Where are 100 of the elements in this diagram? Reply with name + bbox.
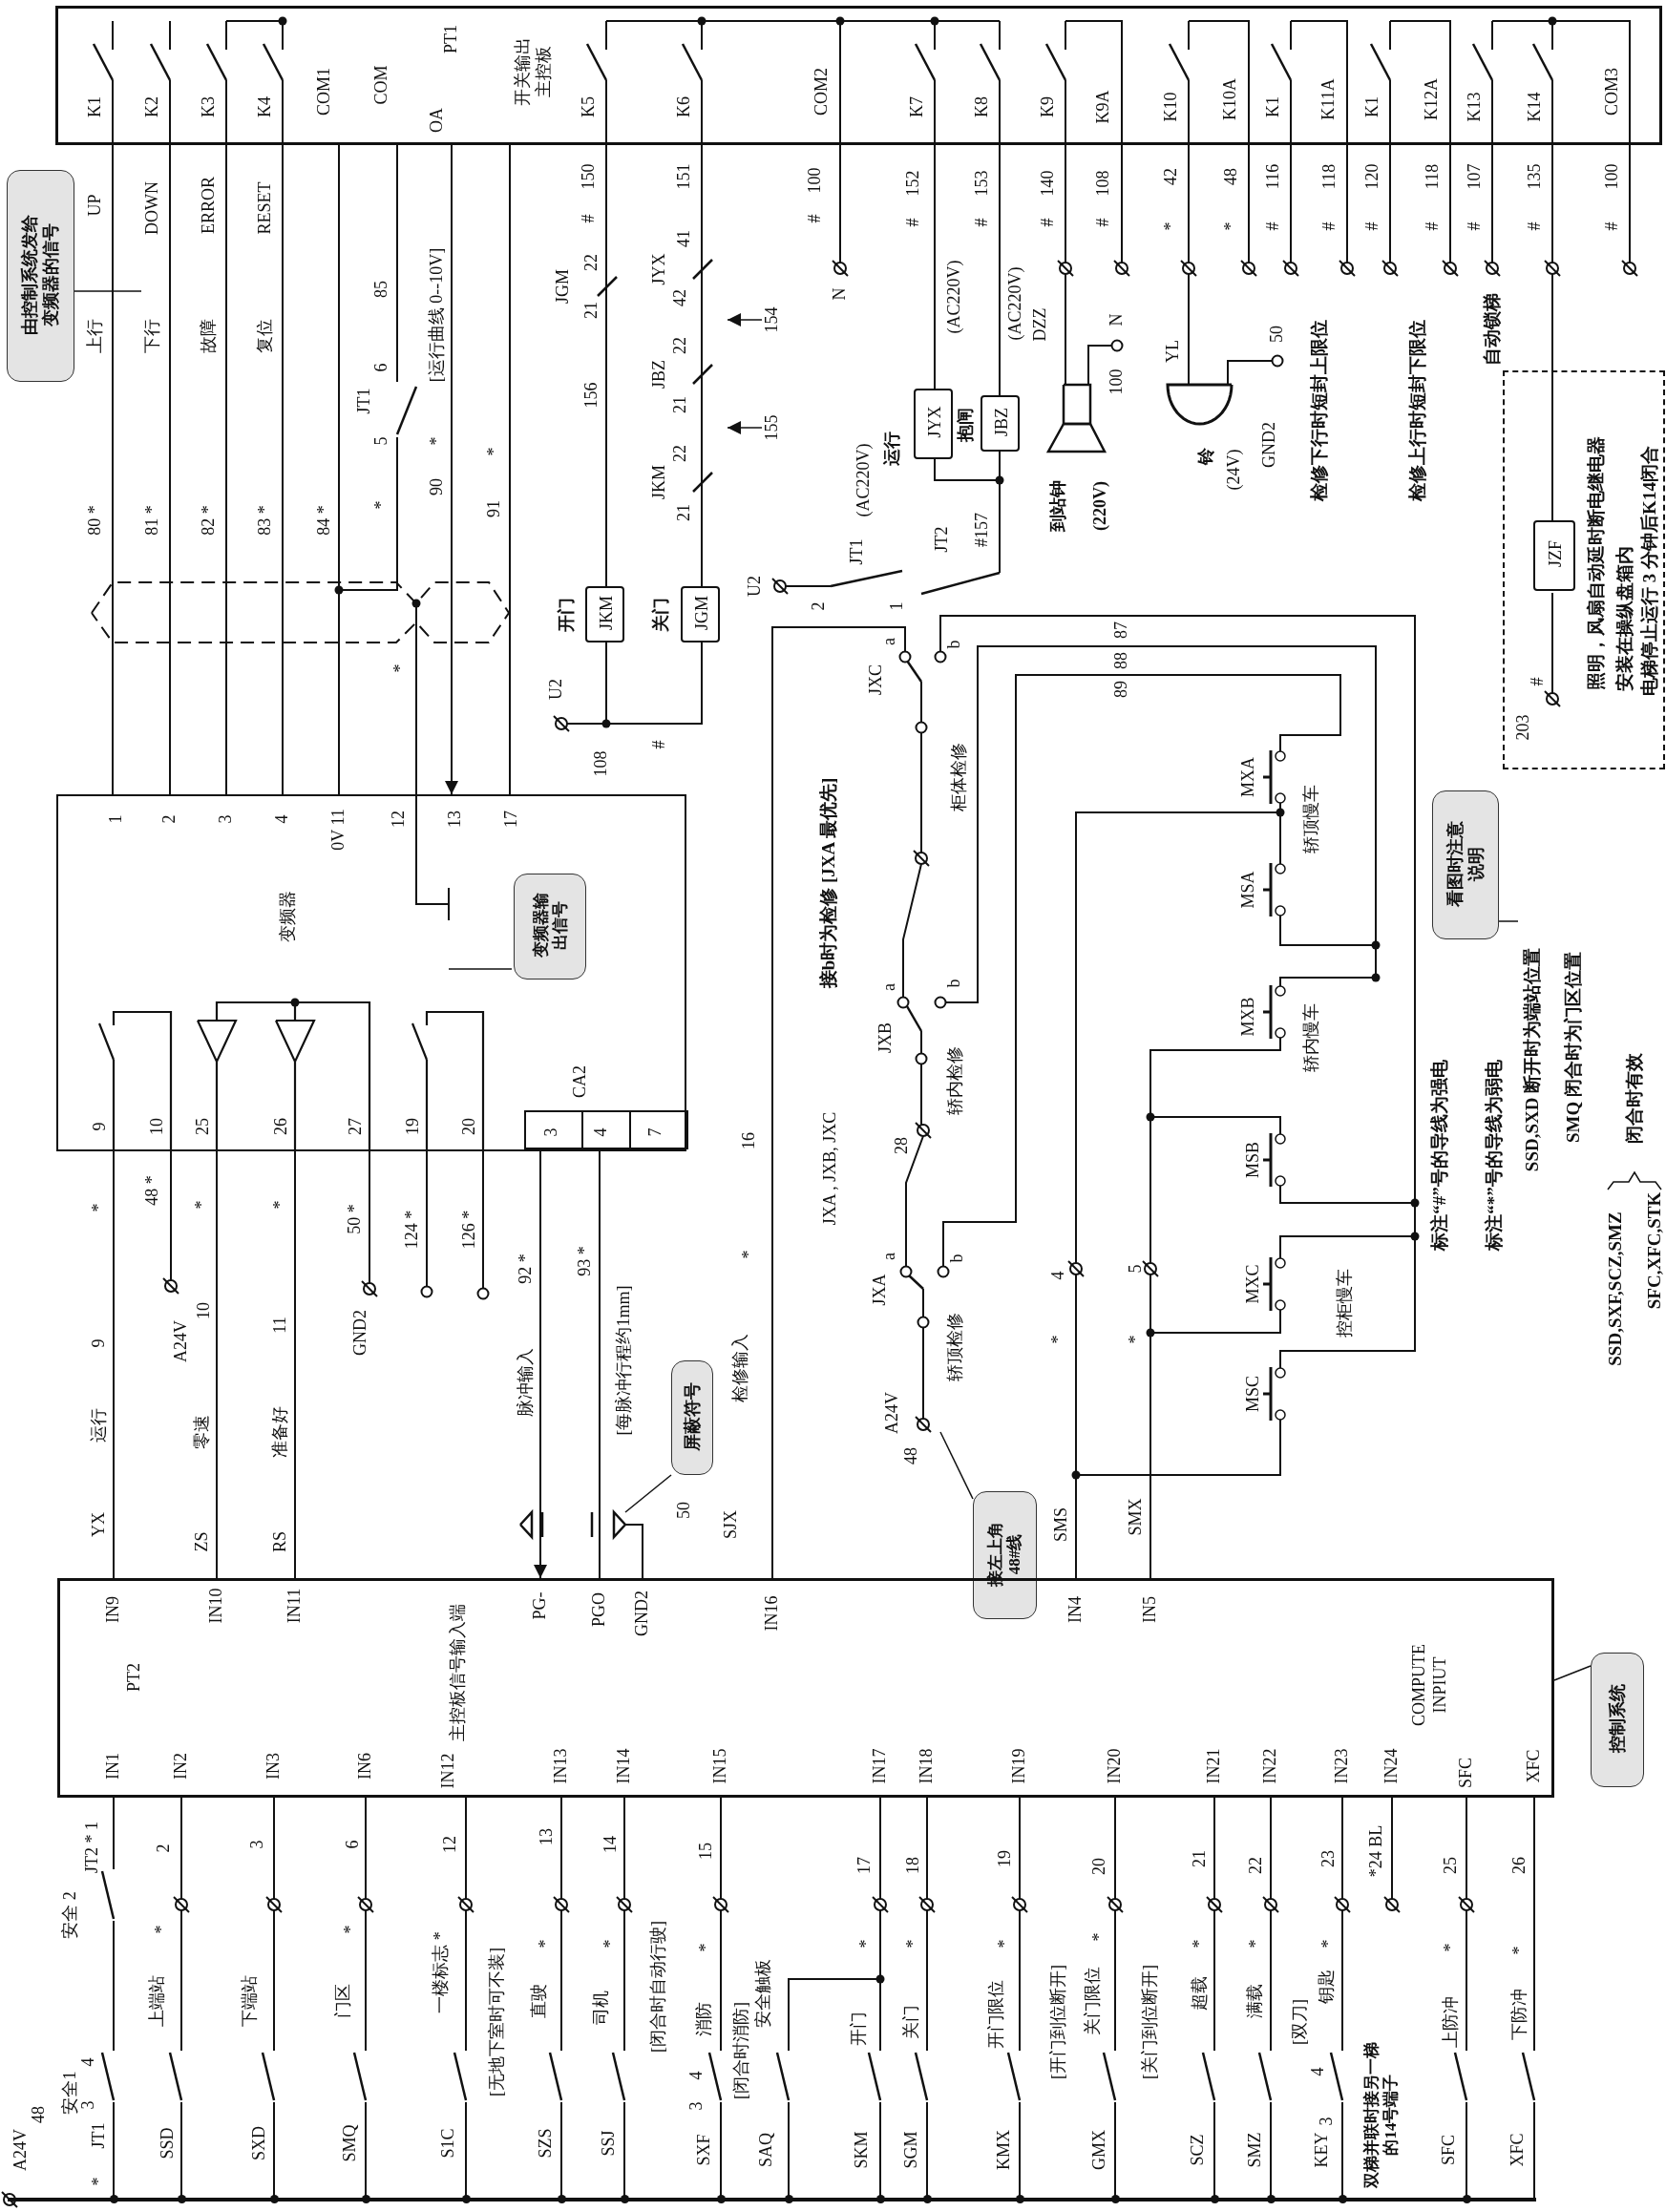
wire-label: 19 bbox=[403, 1118, 424, 1135]
wire-label: SAQ bbox=[756, 2133, 777, 2167]
wire-label: 9 bbox=[89, 1338, 110, 1348]
wire-label: 4 bbox=[78, 2057, 99, 2067]
switch-symbol bbox=[1454, 2051, 1467, 2102]
wire-label: * bbox=[341, 1925, 362, 1934]
wire-label: IN10 bbox=[206, 1588, 227, 1624]
wire-label: (AC220V) bbox=[944, 260, 965, 334]
wire-label: # bbox=[903, 218, 924, 227]
note-text: 标注“#”号的导线为强电 bbox=[1428, 1060, 1450, 1251]
wire-label: K3 bbox=[199, 96, 220, 117]
test-point-label: 155 bbox=[762, 413, 781, 442]
wire-label: [关门到位断开] bbox=[1140, 1965, 1161, 2079]
wire-label: MSA bbox=[1238, 871, 1259, 909]
wire-label: XFC bbox=[1508, 2133, 1529, 2167]
wire-label: 7 bbox=[645, 1127, 666, 1137]
wire-label: IN1 bbox=[103, 1753, 124, 1780]
wire bbox=[509, 144, 511, 795]
wire-label: 柜体检修 bbox=[949, 743, 970, 811]
wire bbox=[1114, 1797, 1116, 2052]
device-label: 铃 bbox=[1196, 448, 1217, 465]
wire-label: 下行 bbox=[142, 319, 163, 353]
wire-label: 156 bbox=[581, 382, 602, 409]
wire-label: 18 bbox=[903, 1857, 924, 1874]
wire-label: [运行曲线 0--10V] bbox=[427, 247, 448, 383]
wire-label: 120 bbox=[1362, 163, 1383, 190]
device-label: N bbox=[1107, 313, 1128, 327]
device-label: # bbox=[1528, 677, 1549, 686]
wire-label: 42 bbox=[670, 289, 691, 306]
wire-label: DOWN bbox=[142, 181, 163, 235]
wire-label: 关门 bbox=[901, 2005, 922, 2039]
wire-label: 23 bbox=[1318, 1850, 1339, 1867]
note-text: SFC,XFC,STK bbox=[1643, 1191, 1665, 1310]
wire-label: 90 bbox=[427, 478, 448, 495]
wire-label: PGO bbox=[589, 1592, 610, 1627]
wire-label: 安全触板 bbox=[753, 1959, 774, 2028]
wire-label: 轿顶慢车 bbox=[1301, 785, 1322, 853]
wire-label: 19 bbox=[995, 1850, 1016, 1867]
wire-label: [每脉冲行程约1mm] bbox=[614, 1285, 635, 1436]
wire-label: IN19 bbox=[1009, 1748, 1030, 1784]
wire-label: # bbox=[1602, 221, 1623, 231]
node-label: 开关输出主控板 bbox=[513, 36, 554, 108]
wire-label: 6 bbox=[371, 363, 392, 372]
wire-label: 88 bbox=[1111, 652, 1132, 669]
leader-line bbox=[727, 313, 763, 327]
wire-label: 151 bbox=[674, 163, 695, 190]
note-text: 双梯并联时接另一梯的14号端子 bbox=[1361, 2040, 1401, 2190]
wire-label: # bbox=[649, 740, 670, 749]
wire-label: 安全1 bbox=[60, 2071, 81, 2115]
wire bbox=[445, 144, 458, 795]
switch-symbol bbox=[353, 2051, 367, 2102]
wire-label: (AC220V) bbox=[854, 443, 875, 517]
wire-label: SKM bbox=[852, 2131, 873, 2169]
wire-label: SZS bbox=[536, 2128, 557, 2159]
wire-label: * bbox=[152, 1925, 173, 1934]
leader-line bbox=[624, 1474, 672, 1513]
wire-label: 5 bbox=[371, 436, 392, 446]
node-label: PT2 bbox=[124, 1663, 145, 1692]
switch-symbol bbox=[776, 2051, 790, 2102]
wire-label: 16 bbox=[739, 1132, 760, 1149]
node-label: JZF bbox=[1546, 540, 1567, 567]
bell-icon bbox=[1168, 385, 1232, 424]
wire-label: 124 * bbox=[402, 1210, 423, 1250]
wire-label: SCZ bbox=[1188, 2134, 1209, 2166]
wire-label: * bbox=[1441, 1943, 1462, 1952]
wire-label: U2 bbox=[745, 576, 766, 597]
device-label: 到站钟 bbox=[1048, 480, 1069, 532]
device-label: (24V) bbox=[1224, 449, 1245, 491]
wire-label: K5 bbox=[579, 96, 600, 117]
wire bbox=[605, 642, 703, 725]
wire-label: [开门到位断开] bbox=[1048, 1965, 1069, 2079]
wire-label: K10 bbox=[1161, 92, 1182, 122]
wire bbox=[113, 1920, 115, 2052]
wire-label: * bbox=[739, 1250, 760, 1259]
wire-label: * bbox=[1318, 1939, 1339, 1949]
wire-label: K12A bbox=[1422, 78, 1443, 120]
wire bbox=[1551, 144, 1553, 523]
wire-label: RS bbox=[270, 1531, 291, 1552]
wire-label: A24V bbox=[882, 1392, 903, 1434]
node-label: JBZ bbox=[992, 408, 1013, 436]
wire-label: a bbox=[879, 638, 900, 645]
wire-label: GMX bbox=[1089, 2130, 1110, 2170]
wire-label: IN11 bbox=[285, 1588, 306, 1624]
switch-symbol bbox=[169, 2051, 182, 2102]
device-label: 203 bbox=[1513, 714, 1534, 741]
device-label: 开门 bbox=[557, 598, 578, 632]
wire-label: b bbox=[947, 1253, 968, 1263]
wire-label: 26 bbox=[1509, 1857, 1530, 1874]
wire-label: 轿顶检修 bbox=[945, 1313, 966, 1381]
wire-label: 控柜慢车 bbox=[1335, 1269, 1356, 1338]
wire-label: GND2 bbox=[350, 1310, 371, 1356]
switch-symbol bbox=[1522, 2051, 1535, 2102]
wire-label: IN13 bbox=[551, 1748, 572, 1784]
wire-label: JT2 * 1 bbox=[82, 1822, 103, 1873]
wire-label: 3 bbox=[686, 2101, 707, 2111]
wire-label: # bbox=[1465, 221, 1486, 231]
relay-coil bbox=[1533, 520, 1575, 591]
wire-label: KEY bbox=[1312, 2132, 1333, 2168]
wire-label: IN24 bbox=[1381, 1748, 1402, 1784]
wire-label: JXA bbox=[870, 1274, 891, 1306]
